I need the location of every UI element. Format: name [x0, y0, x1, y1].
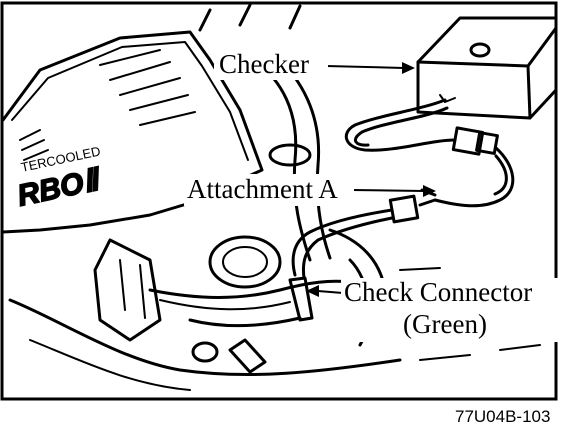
- label-green: (Green): [403, 309, 487, 339]
- label-check-connector: Check Connector: [344, 277, 532, 307]
- callout-arrows: [306, 62, 436, 297]
- wiring-harness: [291, 98, 515, 280]
- checker-unit: [416, 16, 558, 120]
- arrow-attachment: [423, 185, 436, 197]
- label-attachment-a: Attachment A: [187, 174, 338, 204]
- label-checker: Checker: [219, 49, 309, 79]
- arrow-checker: [402, 62, 415, 74]
- arrow-check-connector: [306, 285, 319, 297]
- figure-code: 77U04B-103: [455, 407, 550, 426]
